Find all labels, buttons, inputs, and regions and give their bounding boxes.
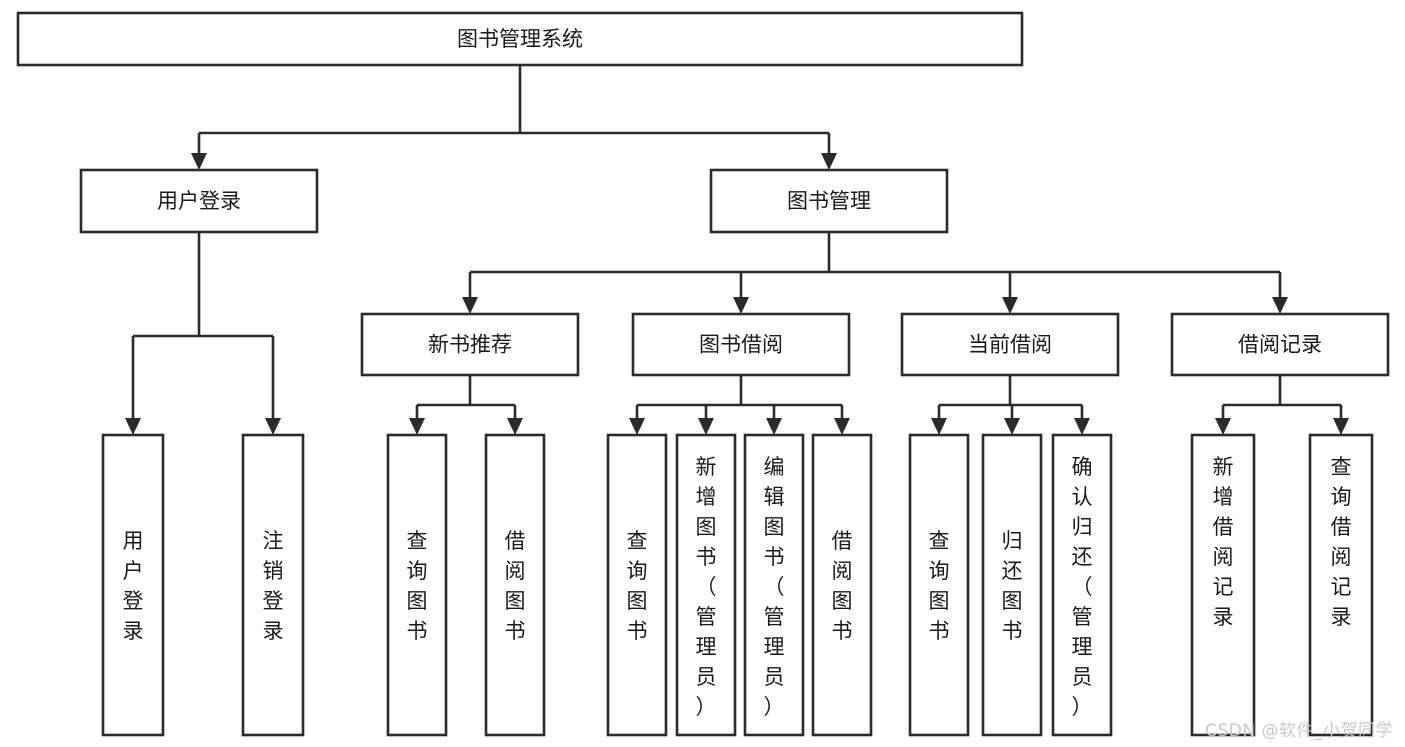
userlogin-to-leaves [125,232,281,435]
node-book-management[interactable]: 图书管理 [709,168,949,234]
node-borrow-records-box [1170,312,1390,377]
arrow-head-icon [733,297,749,314]
node-leaf-query-books-1-label: 查询图书 [407,529,428,643]
arrow-head-icon [1074,418,1090,435]
arrow-head-icon [462,297,478,314]
node-leaf-logout-box [241,433,305,737]
node-root-box [16,11,1024,67]
node-leaf-query-books-1-box [386,433,448,737]
node-leaf-confirm-return-admin-box [1051,433,1113,737]
node-leaf-query-books-2[interactable]: 查询图书 [606,433,668,737]
node-leaf-query-borrow-record-box [1308,433,1374,737]
node-leaf-add-book-admin-box [675,433,737,737]
node-leaf-query-books-2-box [606,433,668,737]
node-leaf-add-borrow-record[interactable]: 新增借阅记录 [1190,433,1256,737]
node-leaf-return-books-label: 归还图书 [1002,529,1023,643]
node-borrow-records-label: 借阅记录 [1238,333,1322,357]
node-layer: 图书管理系统用户登录图书管理新书推荐图书借阅当前借阅借阅记录用户登录注销登录查询… [16,11,1390,737]
arrow-head-icon [1272,297,1288,314]
arrow-head-icon [409,418,425,435]
arrow-head-icon [931,418,947,435]
node-user-login[interactable]: 用户登录 [79,168,319,234]
node-leaf-logout[interactable]: 注销登录 [241,433,305,737]
node-leaf-add-borrow-record-label: 新增借阅记录 [1213,455,1234,629]
newbook-to-leaves [409,375,523,435]
node-leaf-add-borrow-record-box [1190,433,1256,737]
arrow-head-icon [766,418,782,435]
node-book-management-box [709,168,949,234]
node-leaf-edit-book-admin[interactable]: 编辑图书（管理员） [743,433,805,737]
arrow-head-icon [265,418,281,435]
arrow-head-icon [1215,418,1231,435]
node-leaf-add-book-admin[interactable]: 新增图书（管理员） [675,433,737,737]
arrow-head-icon [821,153,837,170]
node-leaf-query-books-2-label: 查询图书 [627,529,648,643]
node-leaf-query-borrow-record-label: 查询借阅记录 [1331,455,1352,629]
node-new-book-recommend-label: 新书推荐 [428,333,512,357]
node-leaf-user-login[interactable]: 用户登录 [101,433,165,737]
node-leaf-query-borrow-record[interactable]: 查询借阅记录 [1308,433,1374,737]
node-leaf-return-books-box [981,433,1043,737]
node-leaf-query-books-1[interactable]: 查询图书 [386,433,448,737]
borrowrecords-to-leaves [1215,375,1349,435]
arrow-head-icon [834,418,850,435]
node-leaf-borrow-books-2[interactable]: 借阅图书 [811,433,873,737]
node-root-label: 图书管理系统 [457,27,583,51]
node-book-borrow-label: 图书借阅 [699,333,783,357]
arrow-head-icon [1004,418,1020,435]
node-leaf-edit-book-admin-label: 编辑图书（管理员） [764,455,785,719]
node-leaf-query-books-3[interactable]: 查询图书 [908,433,970,737]
node-leaf-user-login-label: 用户登录 [123,529,144,643]
node-leaf-confirm-return-admin-label: 确认归还（管理员） [1072,455,1093,719]
node-borrow-records[interactable]: 借阅记录 [1170,312,1390,377]
node-leaf-confirm-return-admin[interactable]: 确认归还（管理员） [1051,433,1113,737]
node-book-borrow-box [631,312,851,377]
node-leaf-logout-label: 注销登录 [263,529,284,643]
arrow-head-icon [698,418,714,435]
node-leaf-borrow-books-1-box [484,433,546,737]
node-new-book-recommend[interactable]: 新书推荐 [360,312,580,377]
node-current-borrow-box [900,312,1120,377]
arrow-head-icon [1002,297,1018,314]
arrow-head-icon [1333,418,1349,435]
node-current-borrow[interactable]: 当前借阅 [900,312,1120,377]
node-leaf-edit-book-admin-box [743,433,805,737]
node-leaf-borrow-books-2-box [811,433,873,737]
bookborrow-to-leaves [629,375,850,435]
node-leaf-query-books-3-label: 查询图书 [929,529,950,643]
node-leaf-borrow-books-1[interactable]: 借阅图书 [484,433,546,737]
node-leaf-query-books-3-box [908,433,970,737]
node-user-login-box [79,168,319,234]
node-book-borrow[interactable]: 图书借阅 [631,312,851,377]
node-current-borrow-label: 当前借阅 [968,333,1052,357]
arrow-head-icon [507,418,523,435]
connector-layer [125,65,1349,435]
arrow-head-icon [629,418,645,435]
root-to-l1 [191,65,837,170]
currentborrow-to-leaves [931,375,1090,435]
bookmgmt-to-l2 [462,232,1288,314]
node-leaf-borrow-books-1-label: 借阅图书 [505,529,526,643]
node-book-management-label: 图书管理 [787,189,871,213]
node-user-login-label: 用户登录 [157,189,241,213]
arrow-head-icon [191,153,207,170]
node-leaf-borrow-books-2-label: 借阅图书 [832,529,853,643]
node-leaf-add-book-admin-label: 新增图书（管理员） [696,455,717,719]
node-leaf-user-login-box [101,433,165,737]
node-root[interactable]: 图书管理系统 [16,11,1024,67]
node-new-book-recommend-box [360,312,580,377]
arrow-head-icon [125,418,141,435]
node-leaf-return-books[interactable]: 归还图书 [981,433,1043,737]
